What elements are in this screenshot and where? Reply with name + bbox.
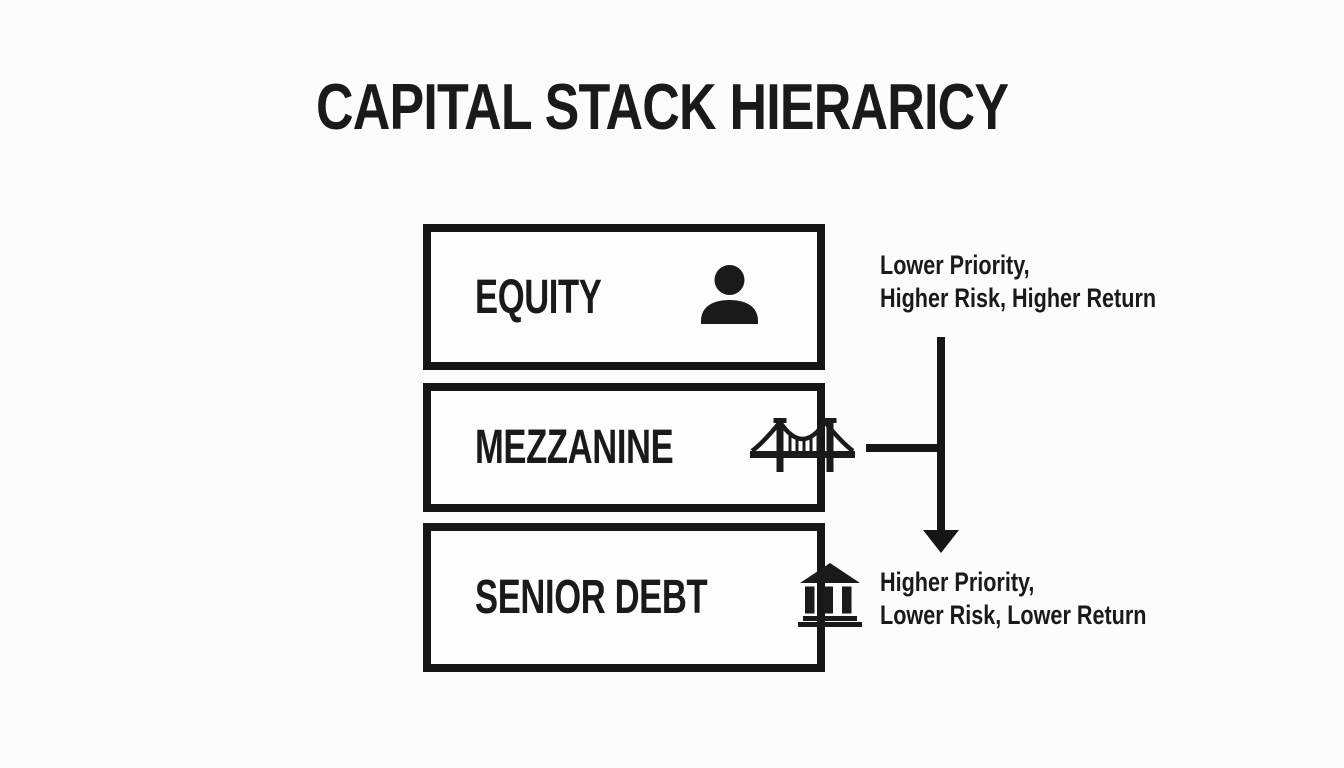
arrow-head: [923, 530, 959, 553]
annotation-bottom-line1: Higher Priority,: [880, 567, 1035, 597]
annotation-top-line1: Lower Priority,: [880, 250, 1030, 280]
person-icon: [700, 265, 759, 329]
page-title: CAPITAL STACK HIERARICY: [316, 70, 1009, 143]
bank-icon: [797, 563, 862, 632]
bridge-icon: [750, 418, 856, 477]
stack-layer-senior-debt: SENIOR DEBT: [423, 523, 862, 672]
layer-label-mezzanine: MEZZANINE: [475, 421, 674, 474]
stack-layer-mezzanine: MEZZANINE: [423, 383, 856, 512]
annotation-top: Lower Priority, Higher Risk, Higher Retu…: [880, 249, 1156, 315]
annotation-bottom-line2: Lower Risk, Lower Return: [880, 600, 1147, 630]
layer-label-equity: EQUITY: [475, 270, 602, 324]
annotation-top-line2: Higher Risk, Higher Return: [880, 283, 1157, 313]
arrow-shaft: [937, 337, 945, 533]
layer-label-senior-debt: SENIOR DEBT: [475, 571, 708, 624]
mezzanine-connector-line: [866, 444, 941, 452]
stack-layer-equity: EQUITY: [423, 224, 825, 370]
annotation-bottom: Higher Priority, Lower Risk, Lower Retur…: [880, 566, 1146, 632]
